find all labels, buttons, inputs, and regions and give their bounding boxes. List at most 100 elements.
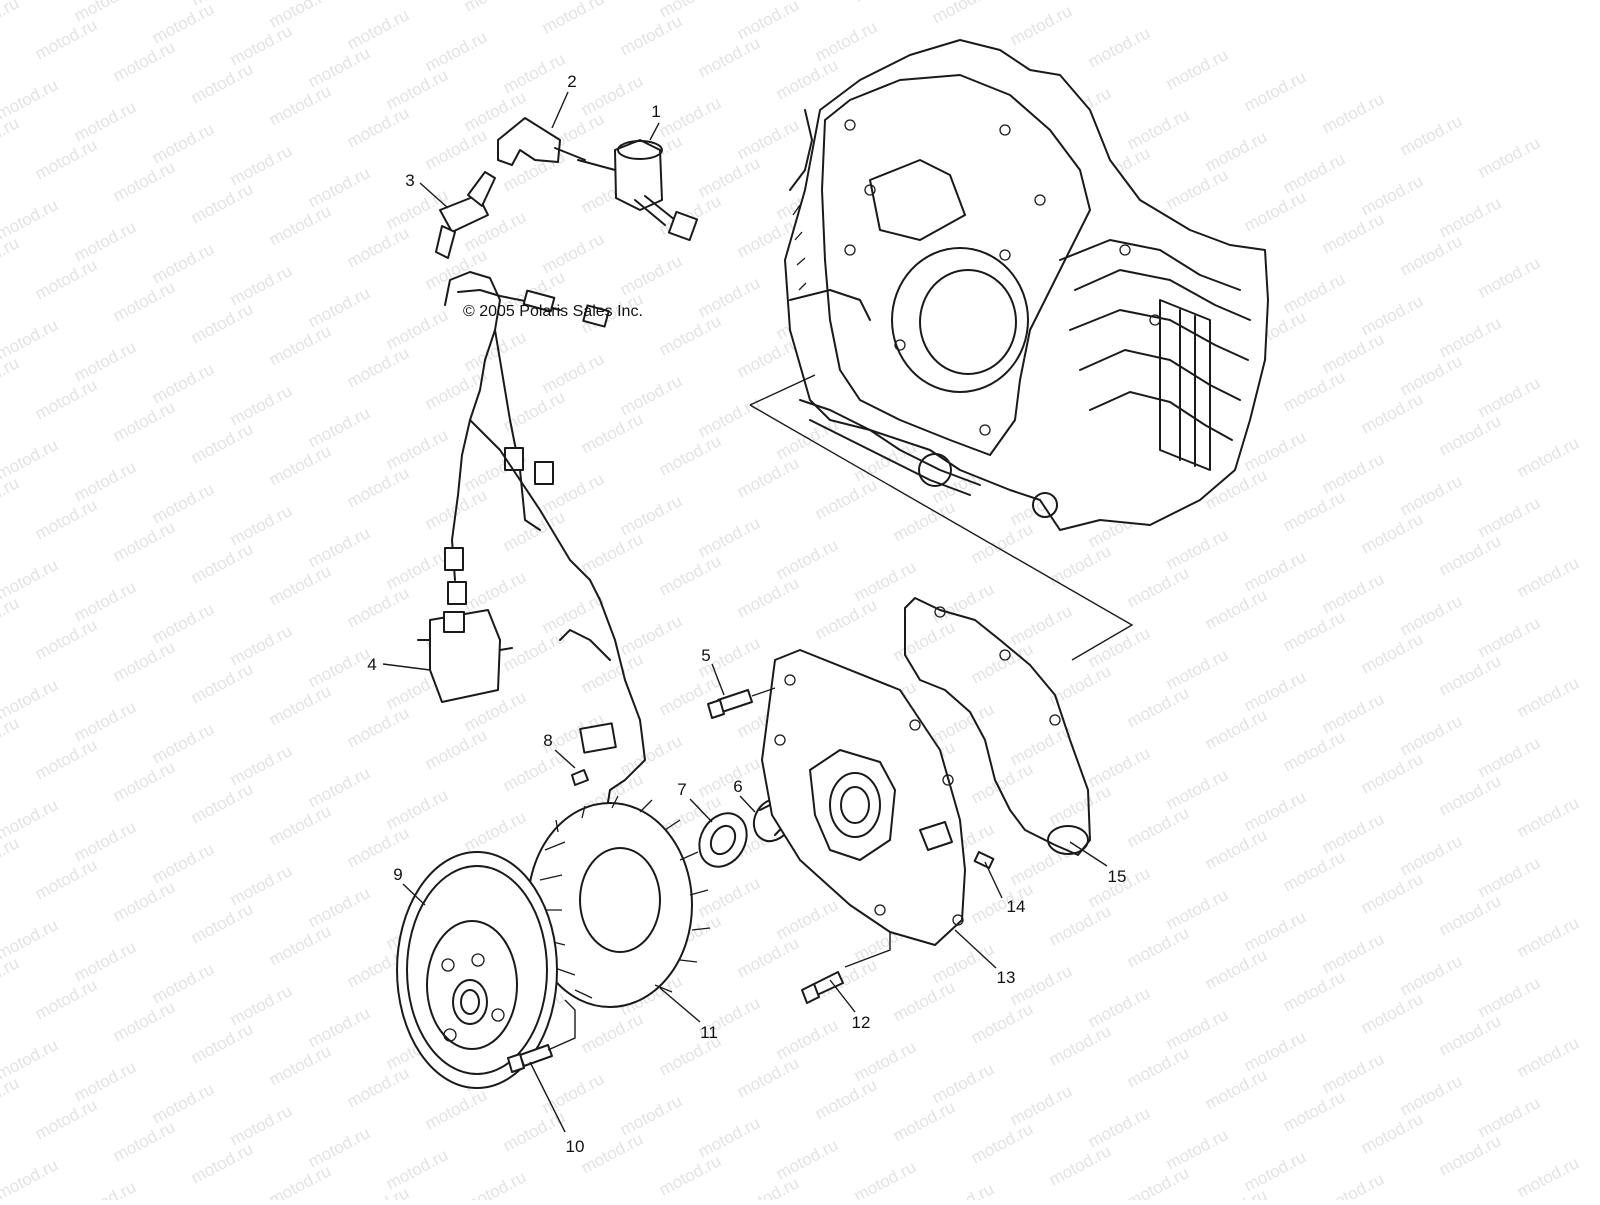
- watermark-text: motod.ru: [695, 873, 763, 921]
- watermark-text: motod.ru: [149, 839, 217, 887]
- watermark-text: motod.ru: [266, 921, 334, 969]
- watermark-text: motod.ru: [227, 981, 295, 1029]
- watermark-text: motod.ru: [422, 725, 490, 773]
- watermark-text: motod.ru: [1514, 1153, 1582, 1200]
- watermark-text: motod.ru: [149, 599, 217, 647]
- watermark-text: motod.ru: [188, 779, 256, 827]
- watermark-text: motod.ru: [695, 753, 763, 801]
- watermark-text: motod.ru: [344, 103, 412, 151]
- watermark-text: motod.ru: [149, 479, 217, 527]
- watermark-text: motod.ru: [344, 343, 412, 391]
- watermark-text: motod.ru: [266, 81, 334, 129]
- watermark-text: motod.ru: [695, 393, 763, 441]
- watermark-text: motod.ru: [1319, 1049, 1387, 1097]
- watermark-text: motod.ru: [1007, 961, 1075, 1009]
- watermark-text: motod.ru: [734, 115, 802, 163]
- watermark-text: motod.ru: [1085, 983, 1153, 1031]
- watermark-text: motod.ru: [422, 245, 490, 293]
- watermark-text: motod.ru: [32, 735, 100, 783]
- watermark-text: motod.ru: [929, 1059, 997, 1107]
- watermark-text: motod.ru: [1085, 623, 1153, 671]
- watermark-text: motod.ru: [1358, 989, 1426, 1037]
- watermark-text: motod.ru: [500, 747, 568, 795]
- watermark-text: motod.ru: [1280, 847, 1348, 895]
- watermark-text: motod.ru: [1475, 253, 1543, 301]
- watermark-text: motod.ru: [344, 703, 412, 751]
- watermark-text: motod.ru: [1085, 1103, 1153, 1151]
- watermark-text: motod.ru: [656, 1151, 724, 1199]
- flywheel: [396, 851, 558, 1089]
- ignition-coil: [577, 139, 699, 242]
- watermark-text: motod.ru: [1319, 1169, 1387, 1200]
- watermark-text: motod.ru: [1280, 269, 1348, 317]
- watermark-text: motod.ru: [578, 529, 646, 577]
- watermark-text: motod.ru: [617, 1091, 685, 1139]
- watermark-text: motod.ru: [1046, 1021, 1114, 1069]
- watermark-text: motod.ru: [734, 0, 802, 44]
- watermark-text: motod.ru: [1241, 427, 1309, 475]
- callout-leaders: [382, 91, 1108, 1133]
- watermark-text: motod.ru: [1319, 209, 1387, 257]
- watermark-text: motod.ru: [1241, 907, 1309, 955]
- watermark-text: motod.ru: [1124, 1043, 1192, 1091]
- watermark-text: motod.ru: [1319, 89, 1387, 137]
- watermark-text: motod.ru: [110, 37, 178, 85]
- watermark-text: motod.ru: [1319, 689, 1387, 737]
- watermark-text: motod.ru: [773, 535, 841, 583]
- watermark-text: motod.ru: [1358, 1109, 1426, 1157]
- watermark-text: motod.ru: [1319, 569, 1387, 617]
- watermark-text: motod.ru: [227, 381, 295, 429]
- watermark-text: motod.ru: [656, 93, 724, 141]
- watermark-text: motod.ru: [188, 539, 256, 587]
- watermark-text: motod.ru: [929, 579, 997, 627]
- watermark-text: motod.ru: [32, 255, 100, 303]
- watermark-text: motod.ru: [1241, 187, 1309, 235]
- watermark-text: motod.ru: [188, 59, 256, 107]
- cover-bolt: [707, 687, 776, 719]
- watermark-text: motod.ru: [1436, 313, 1504, 361]
- watermark-text: motod.ru: [71, 577, 139, 625]
- watermark-text: motod.ru: [1475, 973, 1543, 1021]
- watermark-text: motod.ru: [1358, 291, 1426, 339]
- watermark-text: motod.ru: [1241, 547, 1309, 595]
- watermark-text: motod.ru: [71, 817, 139, 865]
- watermark-text: motod.ru: [71, 697, 139, 745]
- watermark-text: motod.ru: [227, 861, 295, 909]
- watermark-text: motod.ru: [1514, 793, 1582, 841]
- watermark-text: motod.ru: [344, 463, 412, 511]
- watermark-text: motod.ru: [1514, 913, 1582, 961]
- watermark-text: motod.ru: [1124, 563, 1192, 611]
- watermark-text: motod.ru: [1241, 1027, 1309, 1075]
- watermark-text: motod.ru: [1358, 749, 1426, 797]
- watermark-text: motod.ru: [812, 1075, 880, 1123]
- watermark-text: motod.ru: [1436, 1131, 1504, 1179]
- watermark-text: motod.ru: [188, 1139, 256, 1187]
- watermark-text: motod.ru: [1241, 67, 1309, 115]
- watermark-text: motod.ru: [0, 473, 22, 521]
- watermark-text: motod.ru: [617, 611, 685, 659]
- watermark-text: motod.ru: [1241, 667, 1309, 715]
- callout-labels: 1 2 3 4 5 6 7 8 9 10 11 12 13 14 15: [367, 72, 1126, 1156]
- watermark-text: motod.ru: [1046, 781, 1114, 829]
- watermark-text: motod.ru: [305, 283, 373, 331]
- watermark-text: motod.ru: [305, 523, 373, 571]
- watermark-text: motod.ru: [1397, 111, 1465, 159]
- watermark-text: motod.ru: [1397, 471, 1465, 519]
- watermark-text: motod.ru: [0, 0, 22, 42]
- watermark-text: motod.ru: [149, 1079, 217, 1127]
- watermark-text: motod.ru: [0, 713, 22, 761]
- callout-9: 9: [393, 865, 402, 884]
- watermark-text: motod.ru: [695, 1113, 763, 1161]
- flywheel-bolt: [507, 999, 576, 1073]
- watermark-text: motod.ru: [656, 431, 724, 479]
- watermark-text: motod.ru: [0, 233, 22, 281]
- watermark-text: motod.ru: [305, 403, 373, 451]
- watermark-text: motod.ru: [1436, 891, 1504, 939]
- watermark-text: motod.ru: [71, 97, 139, 145]
- watermark-text: motod.ru: [227, 21, 295, 69]
- watermark-text: motod.ru: [344, 5, 412, 53]
- watermark-text: motod.ru: [773, 55, 841, 103]
- watermark-text: motod.ru: [1436, 771, 1504, 819]
- watermark-text: motod.ru: [968, 759, 1036, 807]
- watermark-text: motod.ru: [1280, 967, 1348, 1015]
